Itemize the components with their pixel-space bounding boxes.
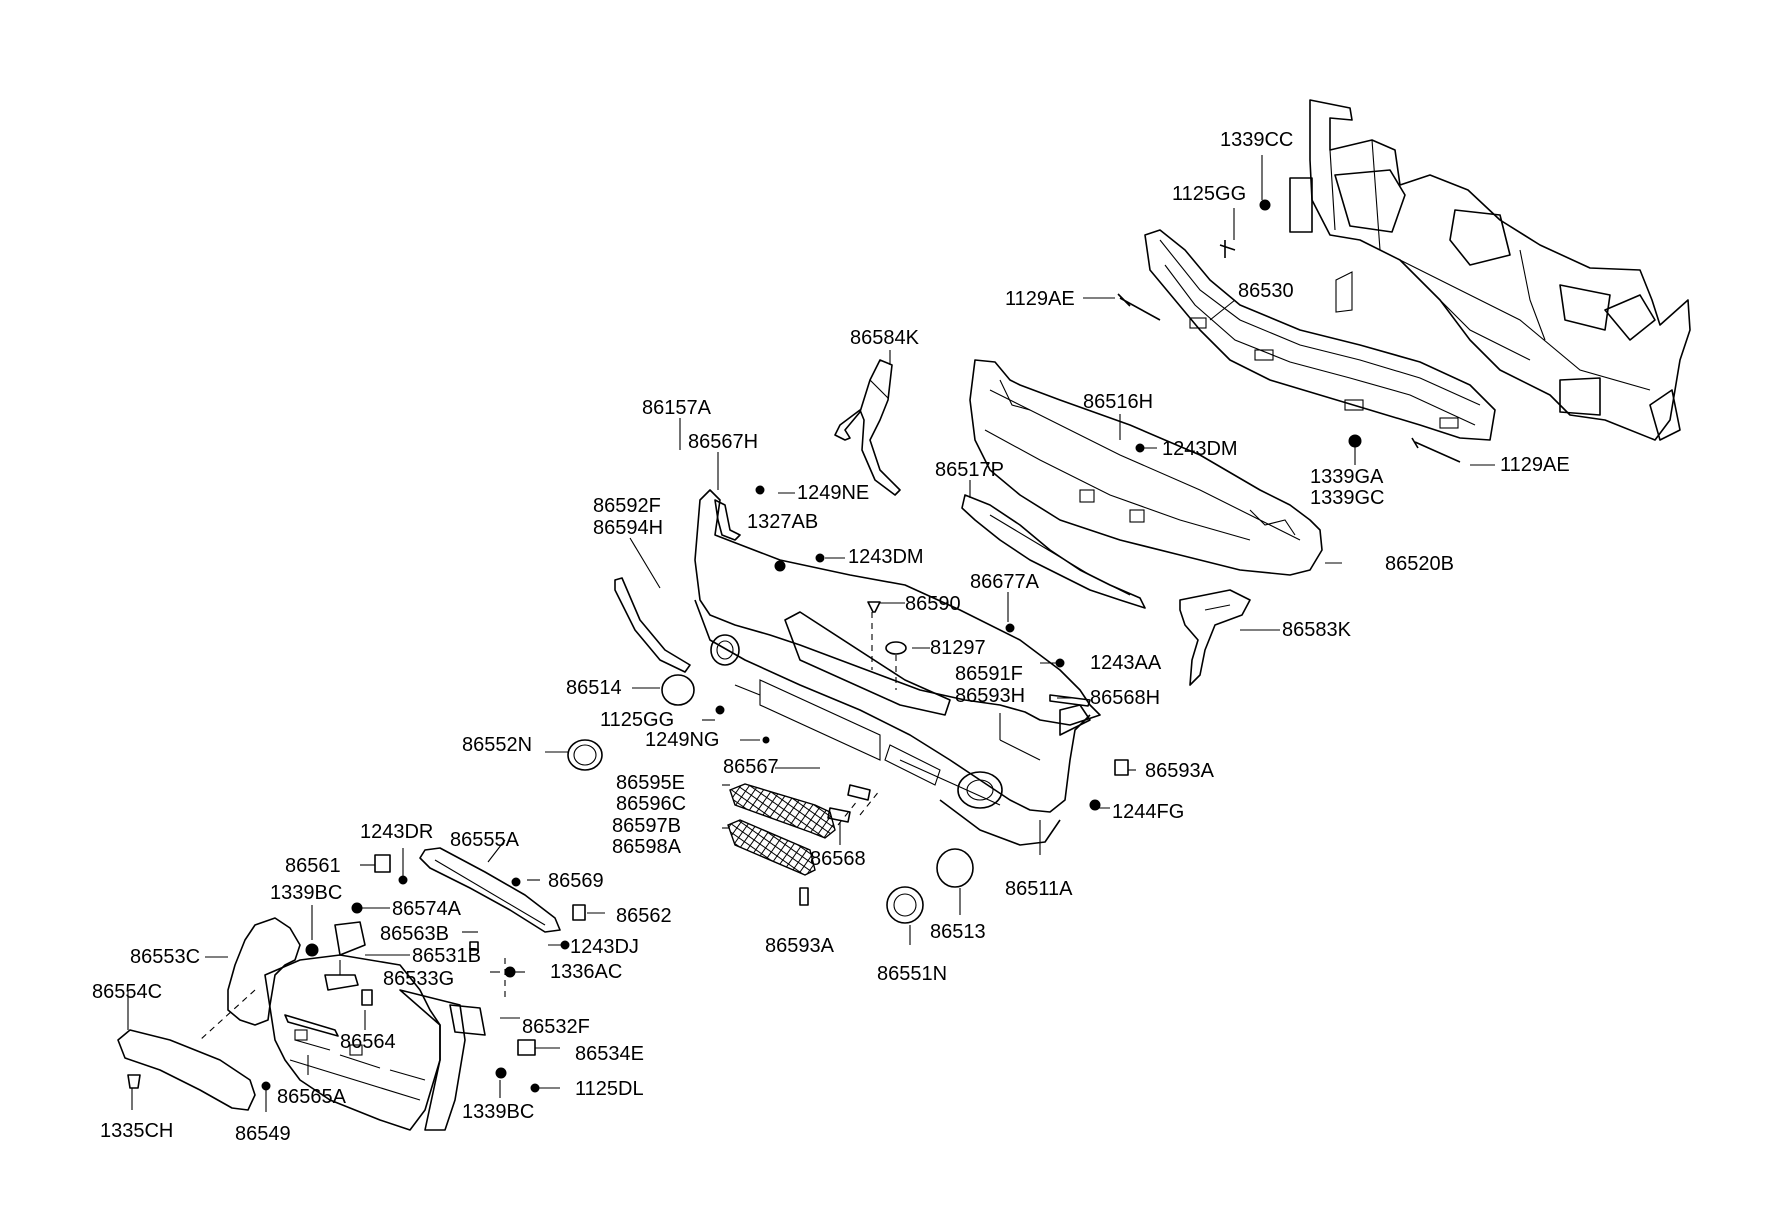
label-86553C: 86553C bbox=[130, 946, 200, 968]
label-86567H: 86567H bbox=[688, 431, 758, 453]
label-86531B: 86531B bbox=[412, 945, 481, 967]
label-86567: 86567 bbox=[723, 756, 779, 778]
label-1339GA: 1339GA bbox=[1310, 466, 1384, 488]
fog-covers-drawing bbox=[661, 674, 974, 888]
part-labels: 1339CC 1125GG 1129AE 86530 86584K 86516H… bbox=[92, 129, 1570, 1145]
label-86551N: 86551N bbox=[877, 963, 947, 985]
label-81297: 81297 bbox=[930, 637, 986, 659]
label-86565A: 86565A bbox=[277, 1086, 347, 1108]
label-86562: 86562 bbox=[616, 905, 672, 927]
label-86677A: 86677A bbox=[970, 571, 1040, 593]
lower-cover-drawing bbox=[227, 917, 466, 1131]
label-86554C: 86554C bbox=[92, 981, 162, 1003]
bumper-cover-drawing bbox=[694, 489, 1101, 846]
label-1243DM-mid: 1243DM bbox=[848, 546, 924, 568]
label-86517P: 86517P bbox=[935, 459, 1004, 481]
assembly-dashes bbox=[199, 612, 897, 1041]
bumper-beam-drawing bbox=[1144, 229, 1496, 441]
grille-86597B-drawing bbox=[727, 819, 816, 876]
label-86583K: 86583K bbox=[1282, 619, 1352, 641]
label-86594H: 86594H bbox=[593, 517, 663, 539]
label-86516H: 86516H bbox=[1083, 391, 1153, 413]
label-1336AC: 1336AC bbox=[550, 961, 622, 983]
label-1244FG: 1244FG bbox=[1112, 801, 1184, 823]
label-86532F: 86532F bbox=[522, 1016, 590, 1038]
energy-absorber-drawing bbox=[969, 359, 1323, 576]
label-1243DJ: 1243DJ bbox=[570, 936, 639, 958]
label-86563B: 86563B bbox=[380, 923, 449, 945]
label-86549: 86549 bbox=[235, 1123, 291, 1145]
label-86593A-right: 86593A bbox=[1145, 760, 1215, 782]
stay-86517P-drawing bbox=[961, 494, 1146, 609]
label-86591F: 86591F bbox=[955, 663, 1023, 685]
label-1249NG: 1249NG bbox=[645, 729, 720, 751]
label-1125GG-mid: 1125GG bbox=[600, 709, 674, 731]
label-86592F: 86592F bbox=[593, 495, 661, 517]
label-86552N: 86552N bbox=[462, 734, 532, 756]
label-86584K: 86584K bbox=[850, 327, 920, 349]
label-1125GG-top: 1125GG bbox=[1172, 183, 1246, 205]
label-86569: 86569 bbox=[548, 870, 604, 892]
label-86514: 86514 bbox=[566, 677, 622, 699]
molding-86592F-drawing bbox=[614, 577, 691, 673]
label-86564: 86564 bbox=[340, 1031, 396, 1053]
grille-86595E-drawing bbox=[729, 783, 836, 839]
label-86520B: 86520B bbox=[1385, 553, 1454, 575]
fog-bezels-drawing bbox=[567, 739, 924, 924]
label-86593H: 86593H bbox=[955, 685, 1025, 707]
label-86555A: 86555A bbox=[450, 829, 520, 851]
skid-plate-drawing bbox=[117, 1029, 256, 1111]
label-86595E: 86595E bbox=[616, 772, 685, 794]
label-1339GC: 1339GC bbox=[1310, 487, 1385, 509]
small-brackets-drawing bbox=[324, 694, 1129, 1056]
label-86157A: 86157A bbox=[642, 397, 712, 419]
upper-bracket-drawing bbox=[714, 499, 741, 541]
label-1243DM-right: 1243DM bbox=[1162, 438, 1238, 460]
label-86511A: 86511A bbox=[1005, 878, 1073, 900]
label-86530: 86530 bbox=[1238, 280, 1294, 302]
label-86598A: 86598A bbox=[612, 836, 682, 858]
label-1129AE-left: 1129AE bbox=[1005, 288, 1075, 310]
label-86568: 86568 bbox=[810, 848, 866, 870]
label-1339BC-top: 1339BC bbox=[270, 882, 342, 904]
label-1125DL: 1125DL bbox=[575, 1078, 644, 1100]
label-86597B: 86597B bbox=[612, 815, 681, 837]
label-1249NE: 1249NE bbox=[797, 482, 869, 504]
label-1243DR: 1243DR bbox=[360, 821, 433, 843]
bracket-86584K-drawing bbox=[834, 359, 901, 496]
label-1129AE-right: 1129AE bbox=[1500, 454, 1570, 476]
label-1339CC: 1339CC bbox=[1220, 129, 1293, 151]
label-86513: 86513 bbox=[930, 921, 986, 943]
label-1327AB: 1327AB bbox=[747, 511, 818, 533]
label-86561: 86561 bbox=[285, 855, 341, 877]
label-86596C: 86596C bbox=[616, 793, 686, 815]
label-86533G: 86533G bbox=[383, 968, 454, 990]
label-86568H: 86568H bbox=[1090, 687, 1160, 709]
label-1243AA: 1243AA bbox=[1090, 652, 1162, 674]
bracket-86555A-drawing bbox=[419, 847, 561, 933]
bracket-86583K-drawing bbox=[1179, 589, 1251, 686]
leader-lines bbox=[127, 155, 1495, 1112]
label-86574A: 86574A bbox=[392, 898, 462, 920]
front-end-module-drawing bbox=[1289, 99, 1691, 441]
label-1339BC-bottom: 1339BC bbox=[462, 1101, 534, 1123]
label-1335CH: 1335CH bbox=[100, 1120, 173, 1142]
label-86534E: 86534E bbox=[575, 1043, 644, 1065]
label-86590: 86590 bbox=[905, 593, 961, 615]
label-86593A-bottom: 86593A bbox=[765, 935, 835, 957]
